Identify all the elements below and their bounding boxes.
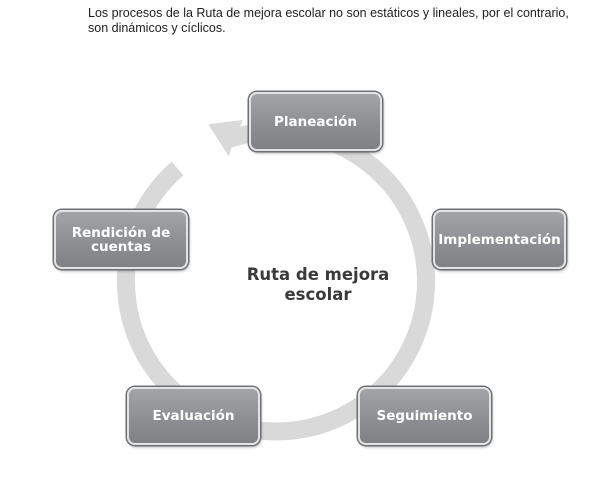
stage-implementacion: Implementación — [433, 210, 566, 269]
intro-paragraph: Los procesos de la Ruta de mejora escola… — [88, 6, 569, 35]
cycle-arrowhead-icon — [208, 120, 243, 156]
cycle-ring-arc — [117, 122, 435, 441]
stage-seguimiento: Seguimiento — [358, 387, 491, 445]
stage-planeacion: Planeación — [249, 92, 382, 151]
stage-rendicion-de-cuentas: Rendición de cuentas — [54, 210, 188, 269]
diagram-center-title: Ruta de mejora escolar — [246, 265, 390, 304]
stage-evaluacion: Evaluación — [127, 387, 260, 445]
